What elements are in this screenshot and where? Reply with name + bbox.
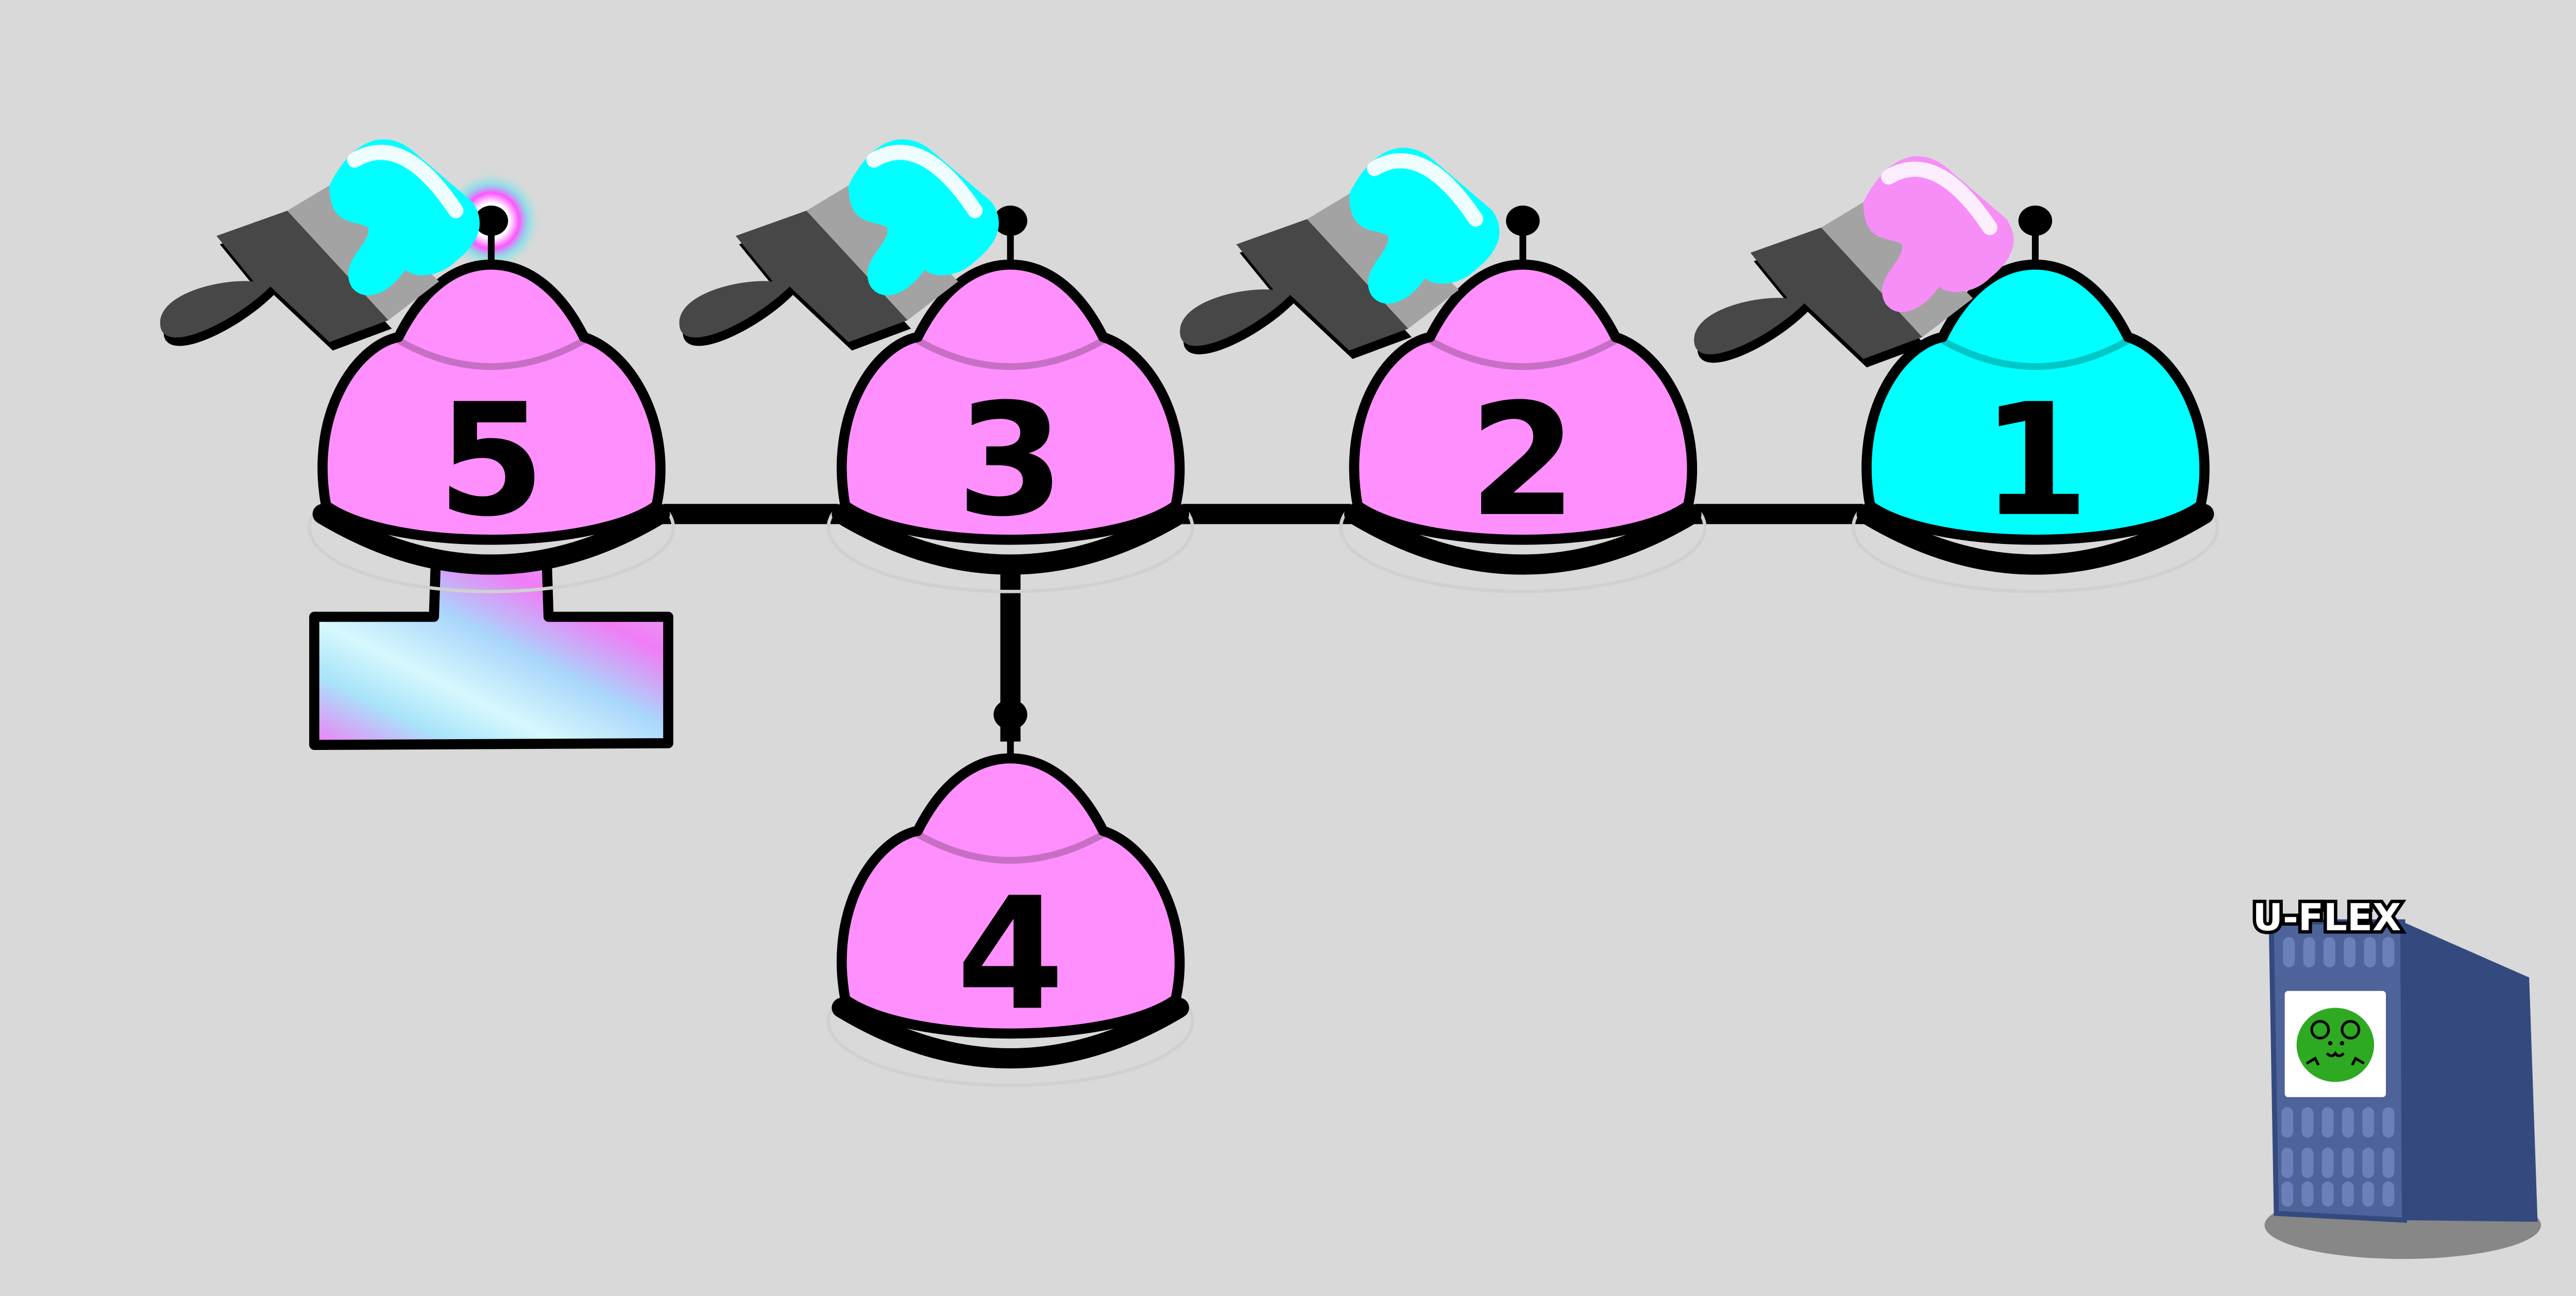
paintbrush-icon-cyan[interactable] — [1180, 147, 1500, 359]
node-label: 2 — [1469, 370, 1577, 551]
frog-face-icon — [2306, 1020, 2365, 1066]
node-5[interactable]: 5 — [309, 170, 673, 591]
node-1[interactable]: 1 — [1853, 206, 2217, 591]
paintbrush-icon-pink[interactable] — [1694, 156, 2014, 368]
server-vents — [2281, 937, 2395, 1207]
node-label: 1 — [1981, 370, 2089, 551]
node-4[interactable]: 4 — [828, 700, 1193, 1085]
server-logo-text: U-FLEX — [2253, 896, 2401, 939]
node-2[interactable]: 2 — [1341, 206, 1705, 591]
paintbrush-icon-cyan[interactable] — [160, 139, 480, 351]
paintbrush-icon-cyan[interactable] — [679, 139, 999, 351]
holographic-platform — [309, 559, 673, 750]
u-flex-server[interactable]: U-FLEX — [2249, 892, 2541, 1259]
node-label: 4 — [957, 864, 1064, 1045]
node-label: 3 — [957, 370, 1064, 551]
node-label: 5 — [437, 370, 545, 551]
server-side — [2402, 922, 2538, 1222]
node-3[interactable]: 3 — [828, 206, 1193, 591]
frog-logo-icon — [2296, 1008, 2375, 1082]
